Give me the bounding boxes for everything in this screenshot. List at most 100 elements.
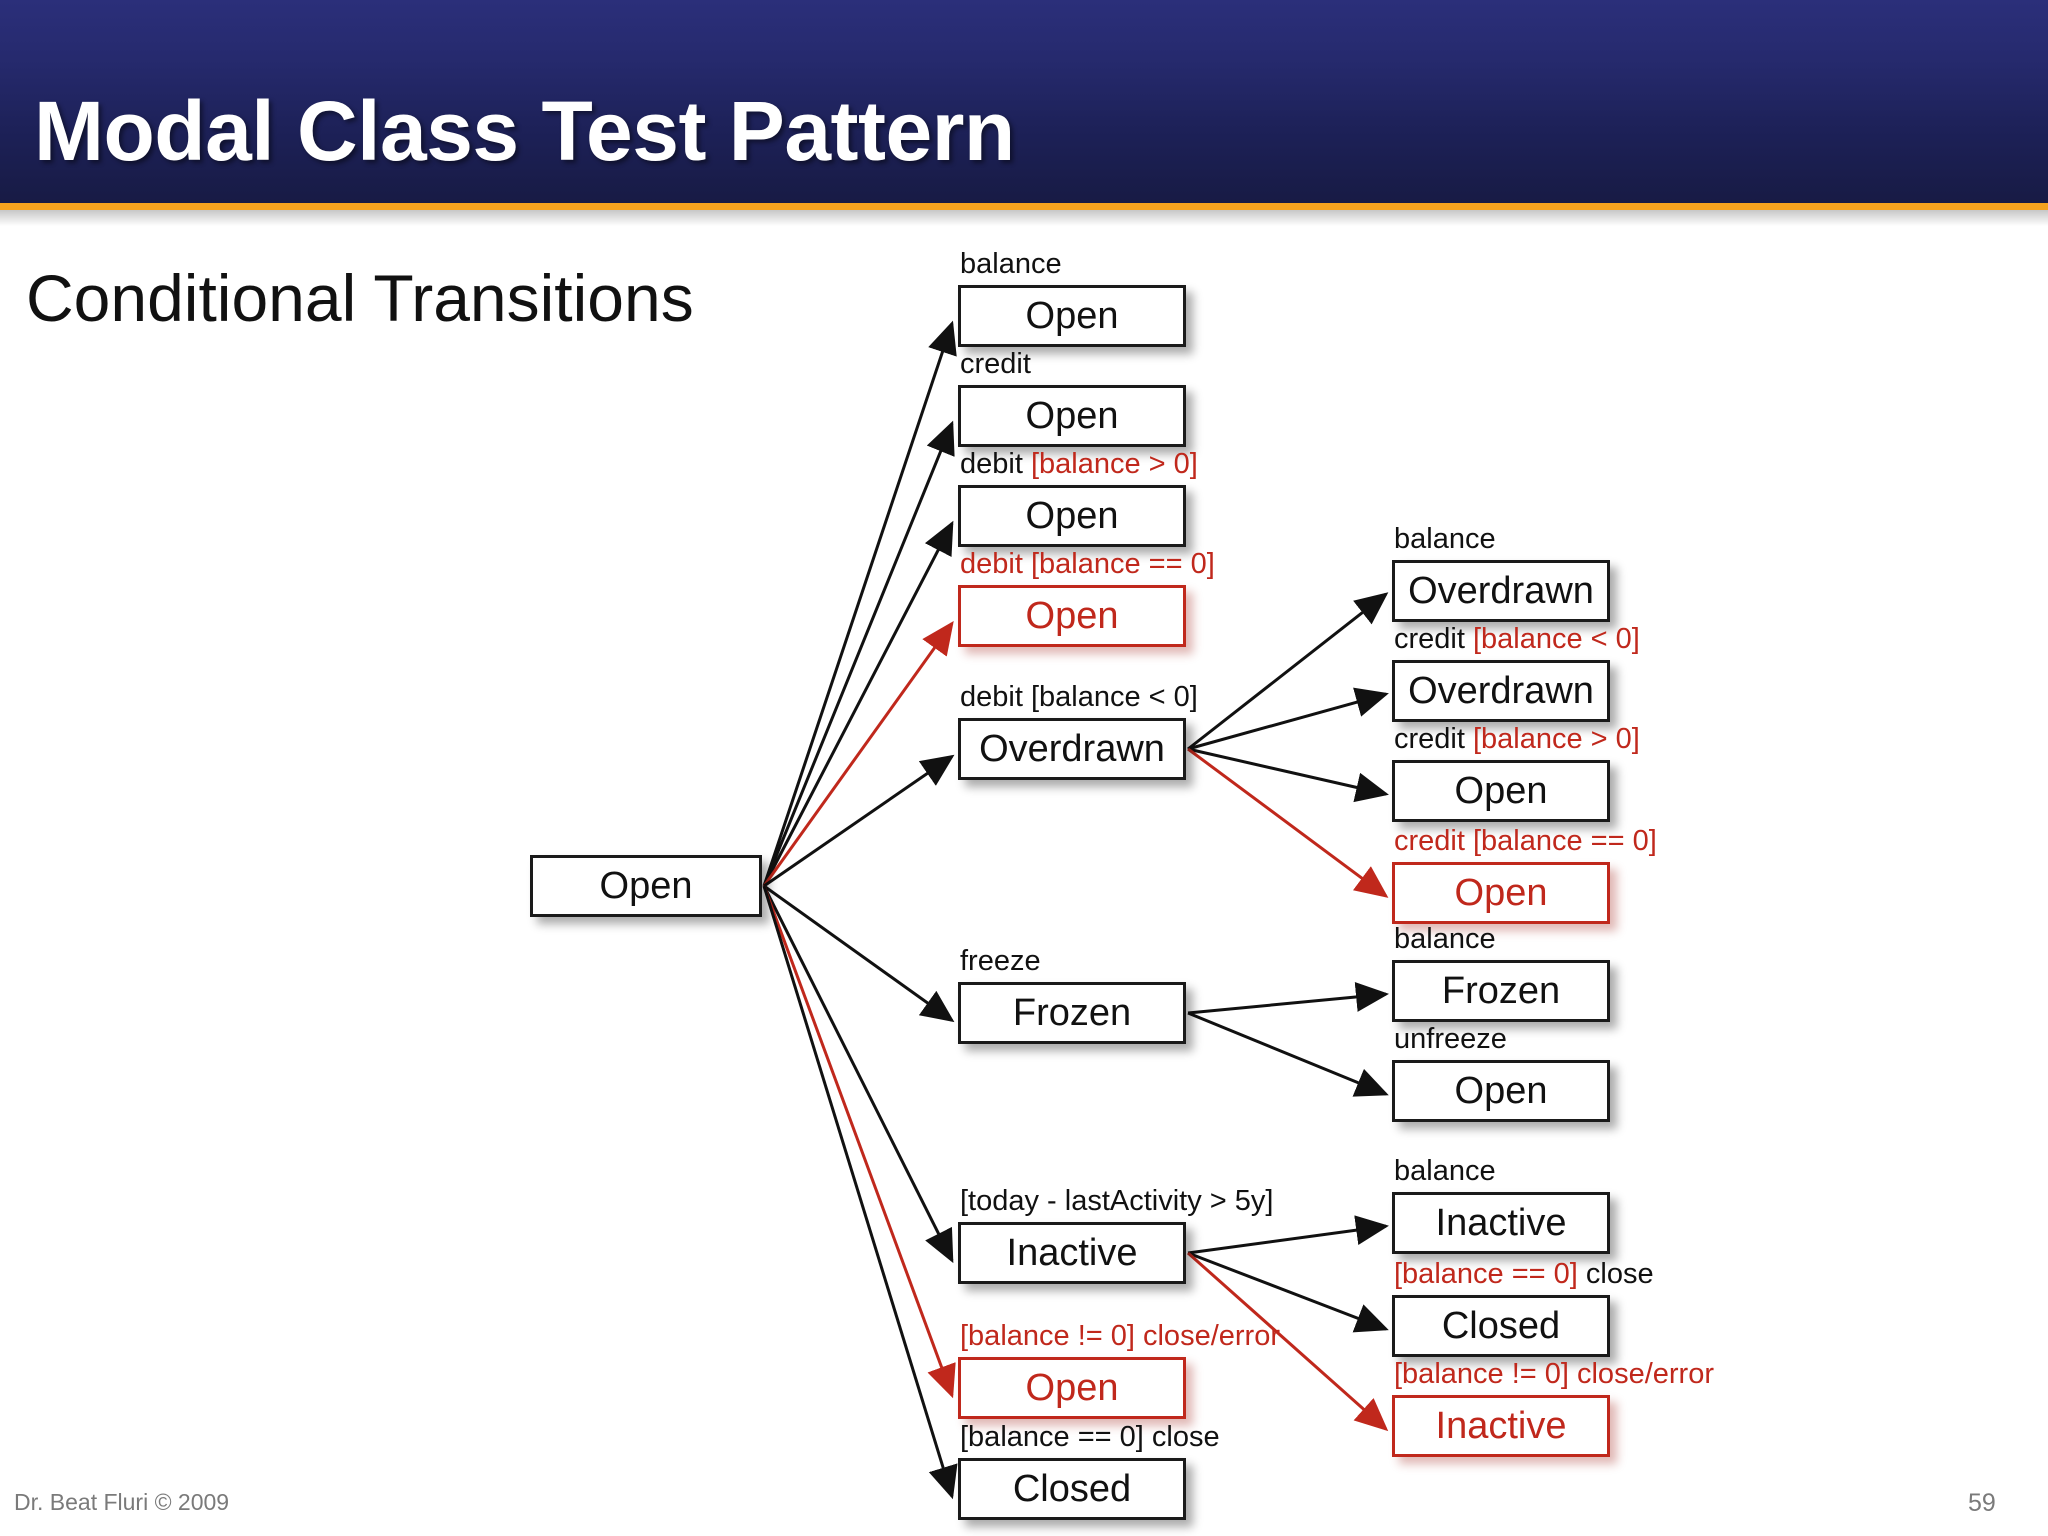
guard-event-black: credit	[960, 348, 1031, 380]
guard-event-black: balance	[960, 248, 1062, 280]
guard-event-black: credit	[1394, 623, 1473, 655]
state-node-label: Inactive	[1006, 1232, 1138, 1274]
transition-arrow	[1187, 747, 1389, 803]
guard-event-black: balance	[1394, 523, 1496, 555]
state-node-label: Closed	[1012, 1468, 1132, 1510]
guard-condition-red: debit [balance == 0]	[960, 548, 1215, 580]
guard-condition-red: [balance < 0]	[1472, 623, 1640, 655]
transition-guard-label: balance	[960, 249, 1062, 280]
transition-arrow	[762, 885, 958, 1500]
state-node: Inactive	[1392, 1395, 1610, 1457]
transition-arrow	[1187, 687, 1389, 751]
transition-arrow	[1187, 592, 1389, 751]
transition-guard-label: unfreeze	[1394, 1024, 1507, 1055]
transition-guard-label: [balance == 0] close	[960, 1422, 1220, 1453]
transition-arrow	[1187, 1251, 1389, 1333]
state-node: Open	[958, 285, 1186, 347]
transition-arrow	[762, 621, 954, 887]
state-node: Overdrawn	[1392, 660, 1610, 722]
transition-arrow	[762, 885, 956, 1399]
transition-guard-label: [today - lastActivity > 5y]	[960, 1186, 1273, 1217]
state-node: Open	[958, 385, 1186, 447]
footer-page-number: 59	[1968, 1489, 1996, 1517]
transition-arrow	[762, 420, 955, 887]
guard-condition-red: [balance == 0]	[1394, 1258, 1578, 1290]
state-node: Open	[1392, 760, 1610, 822]
guard-event-black: close	[1577, 1258, 1654, 1290]
page-title: Modal Class Test Pattern	[34, 84, 1015, 178]
guard-condition-red: [balance > 0]	[1472, 723, 1640, 755]
state-node: Open	[958, 1357, 1186, 1419]
transition-arrow	[1187, 747, 1389, 898]
state-node: Open	[530, 855, 762, 917]
transition-arrow	[762, 885, 954, 1264]
transition-guard-label: [balance == 0] close	[1394, 1259, 1654, 1290]
state-node-label: Overdrawn	[1408, 670, 1594, 712]
guard-condition-red: [balance != 0] close/error	[960, 1320, 1280, 1352]
transition-guard-label: balance	[1394, 1156, 1496, 1187]
state-node-label: Overdrawn	[979, 728, 1165, 770]
transition-guard-label: credit [balance < 0]	[1394, 624, 1640, 655]
state-node: Open	[1392, 1060, 1610, 1122]
transition-arrow	[763, 754, 955, 888]
state-node: Open	[958, 485, 1186, 547]
state-node-label: Overdrawn	[1408, 570, 1594, 612]
transition-arrow	[1187, 1215, 1389, 1255]
state-node-label: Open	[599, 865, 693, 907]
header-drop-shadow	[0, 210, 2048, 226]
guard-condition-red: credit [balance == 0]	[1394, 825, 1657, 857]
footer-copyright: Dr. Beat Fluri © 2009	[14, 1489, 230, 1515]
guard-event-black: debit [balance < 0]	[960, 681, 1198, 713]
state-node: Closed	[1392, 1295, 1610, 1357]
transition-arrow	[762, 320, 957, 887]
slide-subtitle: Conditional Transitions	[26, 261, 694, 335]
state-node-label: Open	[1025, 395, 1119, 437]
guard-event-black: [today - lastActivity > 5y]	[960, 1185, 1274, 1217]
transition-guard-label: [balance != 0] close/error	[1394, 1359, 1714, 1390]
state-node: Closed	[958, 1458, 1186, 1520]
transition-guard-label: credit [balance == 0]	[1394, 826, 1657, 857]
guard-event-black: freeze	[960, 945, 1041, 977]
state-node-label: Open	[1454, 770, 1548, 812]
guard-event-black: balance	[1394, 923, 1496, 955]
state-node-label: Inactive	[1435, 1202, 1567, 1244]
state-node: Overdrawn	[1392, 560, 1610, 622]
guard-condition-red: [balance > 0]	[1030, 448, 1198, 480]
state-node: Open	[958, 585, 1186, 647]
transition-arrow	[1187, 1011, 1389, 1097]
guard-event-black: unfreeze	[1394, 1023, 1507, 1055]
state-node-label: Open	[1025, 495, 1119, 537]
state-node-label: Inactive	[1435, 1405, 1567, 1447]
guard-event-black: debit	[960, 448, 1031, 480]
state-node-label: Open	[1025, 1367, 1119, 1409]
state-node-label: Frozen	[1012, 992, 1132, 1034]
transition-arrow	[762, 520, 954, 887]
state-node: Inactive	[958, 1222, 1186, 1284]
state-node-label: Open	[1454, 1070, 1548, 1112]
state-node: Overdrawn	[958, 718, 1186, 780]
state-node-label: Frozen	[1441, 970, 1561, 1012]
state-node: Frozen	[1392, 960, 1610, 1022]
state-node: Open	[1392, 862, 1610, 924]
transition-guard-label: credit [balance > 0]	[1394, 724, 1640, 755]
transition-arrow	[763, 884, 955, 1023]
state-node-label: Closed	[1441, 1305, 1561, 1347]
transition-guard-label: debit [balance < 0]	[960, 682, 1198, 713]
transition-guard-label: debit [balance == 0]	[960, 549, 1215, 580]
transition-guard-label: [balance != 0] close/error	[960, 1321, 1280, 1352]
transition-guard-label: balance	[1394, 524, 1496, 555]
state-node-label: Open	[1025, 595, 1119, 637]
state-node: Inactive	[1392, 1192, 1610, 1254]
header-accent-rule	[0, 203, 2048, 210]
state-node-label: Open	[1025, 295, 1119, 337]
guard-condition-red: [balance != 0] close/error	[1394, 1358, 1714, 1390]
state-node: Frozen	[958, 982, 1186, 1044]
slide-header-band	[0, 0, 2048, 208]
transition-guard-label: debit [balance > 0]	[960, 449, 1198, 480]
transition-guard-label: freeze	[960, 946, 1041, 977]
transition-guard-label: credit	[960, 349, 1031, 380]
state-node-label: Open	[1454, 872, 1548, 914]
guard-event-black: credit	[1394, 723, 1473, 755]
guard-event-black: balance	[1394, 1155, 1496, 1187]
